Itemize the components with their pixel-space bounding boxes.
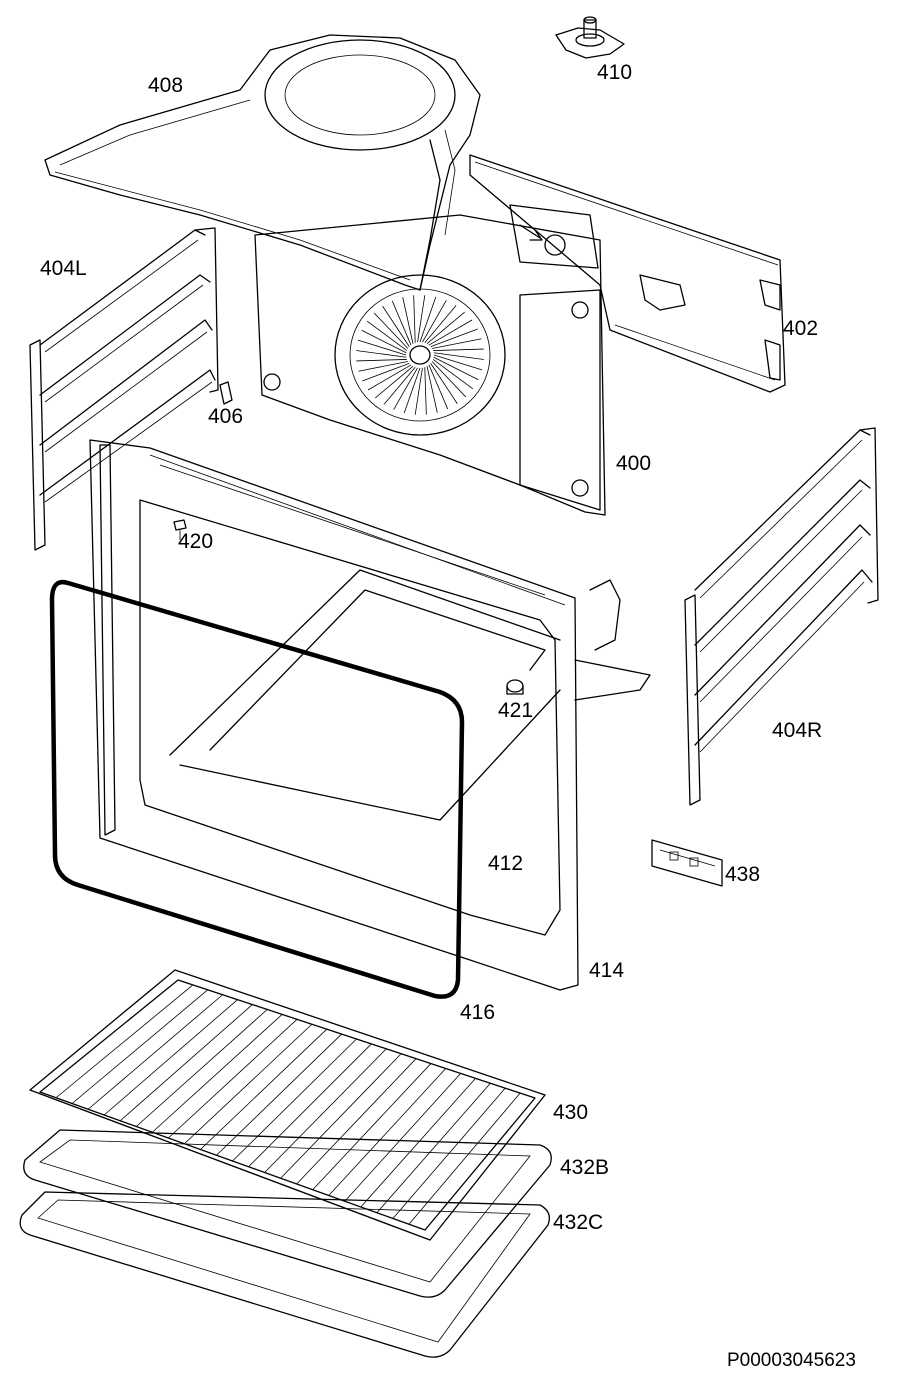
part-432B-tray xyxy=(23,1129,552,1298)
part-421-lamp-holder xyxy=(506,679,524,695)
label-408: 408 xyxy=(148,74,184,97)
label-430: 430 xyxy=(553,1101,589,1124)
part-410-bracket xyxy=(555,16,625,59)
label-410: 410 xyxy=(597,61,633,84)
part-430-wire-shelf xyxy=(29,969,546,1241)
label-414: 414 xyxy=(589,959,625,982)
label-400: 400 xyxy=(616,452,652,475)
label-432C: 432C xyxy=(553,1211,604,1234)
label-420: 420 xyxy=(178,530,214,553)
part-420-screw xyxy=(173,519,187,540)
part-404R-right-runner xyxy=(684,427,879,806)
label-404R: 404R xyxy=(772,719,823,742)
part-404L-left-runner xyxy=(29,227,219,551)
label-412: 412 xyxy=(488,852,524,875)
label-404L: 404L xyxy=(40,257,87,280)
part-408-fan-cover xyxy=(44,34,481,291)
label-406: 406 xyxy=(208,405,244,428)
part-414-cavity-frame xyxy=(89,439,651,991)
label-432B: 432B xyxy=(560,1156,610,1179)
document-number: P00003045623 xyxy=(727,1350,856,1371)
label-438: 438 xyxy=(725,863,761,886)
part-402-rear-rail xyxy=(469,154,786,393)
part-406-clip xyxy=(219,381,233,405)
part-438-bracket xyxy=(651,839,723,887)
label-421: 421 xyxy=(498,699,534,722)
part-416-door-gasket xyxy=(49,579,465,999)
label-402: 402 xyxy=(783,317,819,340)
part-432C-tray xyxy=(19,1191,551,1358)
label-416: 416 xyxy=(460,1001,496,1024)
part-400-rear-panel xyxy=(254,204,606,516)
